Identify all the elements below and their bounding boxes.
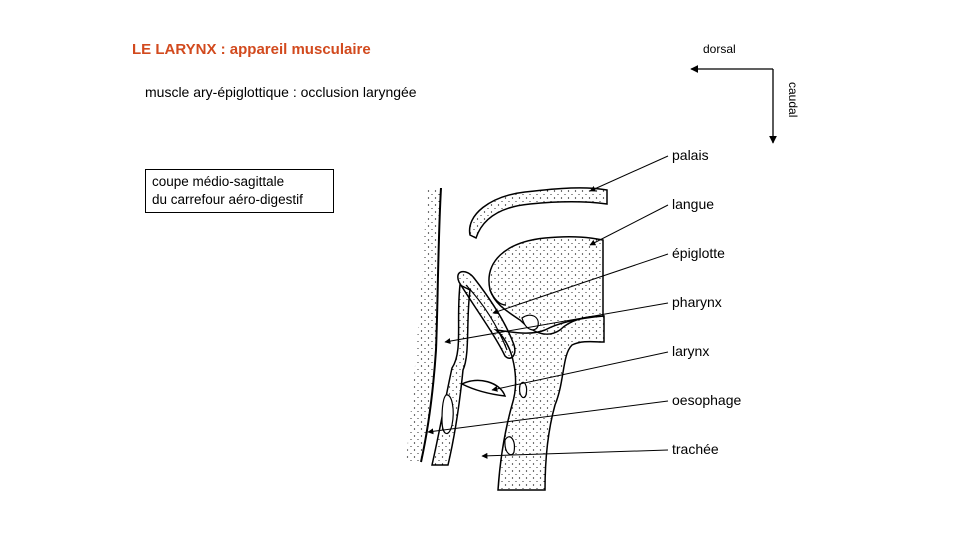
orientation-dorsal-label: dorsal [703,42,736,56]
leader-trachee [481,449,669,459]
label-palais: palais [672,147,709,163]
caption-line-2: du carrefour aéro-digestif [152,192,303,207]
orientation-caudal-label: caudal [786,82,800,118]
slide-subtitle: muscle ary-épiglottique : occlusion lary… [145,84,417,100]
leader-larynx [491,351,669,392]
trachea-ring-2 [519,381,528,399]
trachea-ring [504,436,515,456]
label-epiglotte: épiglotte [672,245,725,261]
slide-title: LE LARYNX : appareil musculaire [132,41,371,58]
label-oesophage: oesophage [672,392,742,408]
larynx-wall [493,315,605,491]
label-trachee: trachée [672,441,719,457]
oesophagus-lumen [441,394,454,434]
posterior-wall [406,188,441,462]
caption-line-1: coupe médio-sagittale [152,174,285,189]
tongue-base-line [489,289,507,306]
vocal-fold [460,379,507,397]
label-langue: langue [672,196,715,212]
label-larynx: larynx [672,343,710,359]
leader-oesophage [427,400,669,435]
palate-shape [468,187,608,240]
leader-epiglotte [492,253,669,315]
leader-langue [589,204,669,246]
label-pharynx: pharynx [672,294,722,310]
posterior-wall-line [420,187,442,463]
leader-pharynx [444,302,669,345]
caption-box: coupe médio-sagittale du carrefour aéro-… [145,169,334,213]
leader-palais [589,155,669,192]
leader-lines [427,155,669,459]
orientation-arrows [690,65,777,144]
